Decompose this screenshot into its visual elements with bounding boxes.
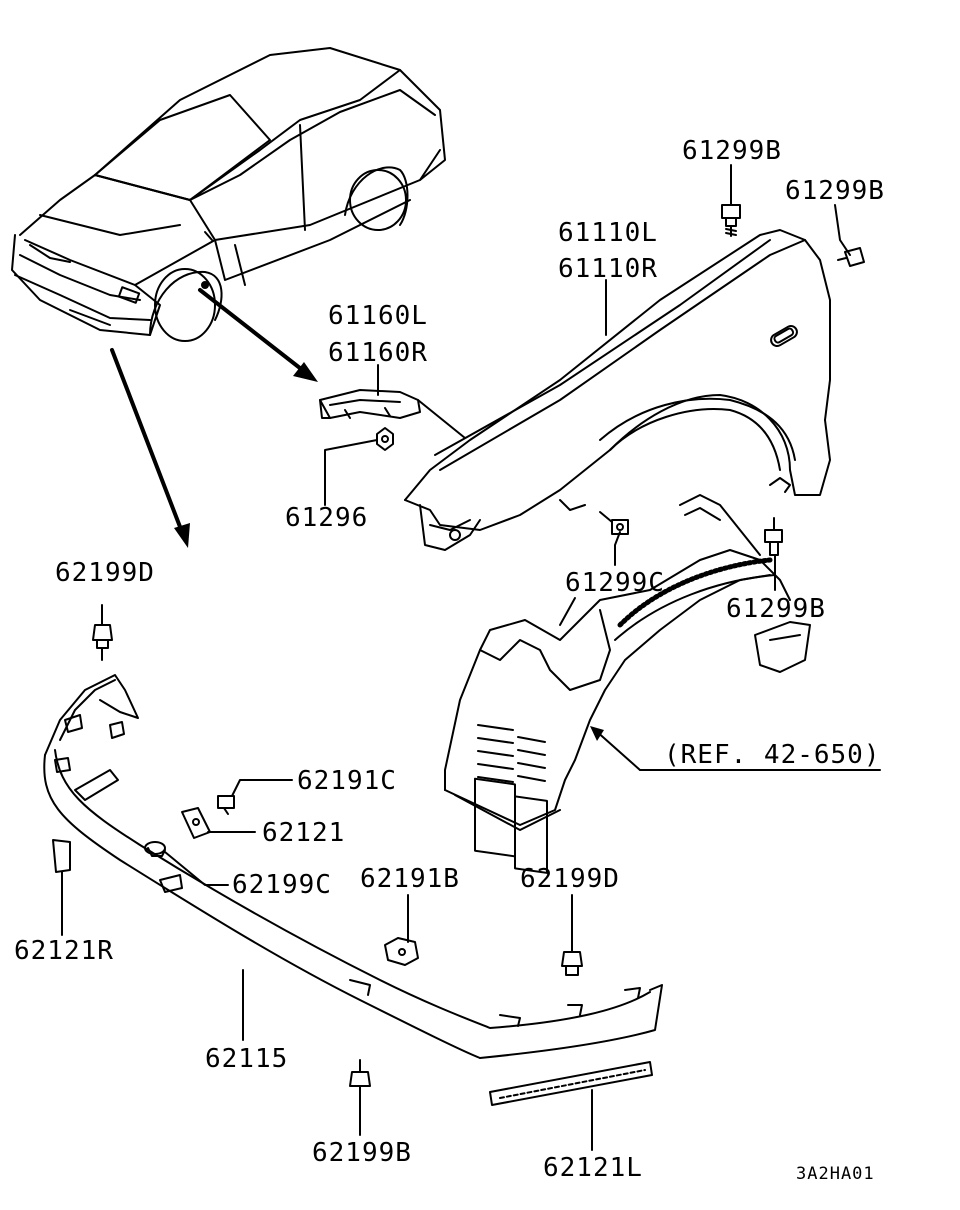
callout-62115: 62115 [205,1044,289,1074]
nut-part [376,427,394,451]
bolt-61299b-lower [764,517,783,556]
callout-62199c: 62199C [232,870,332,900]
arrow-heads [174,362,318,548]
callout-61299b-right: 61299B [785,176,885,206]
bolt-61299b-top [721,204,741,237]
inner-fender-liner [444,494,811,874]
callout-62199b: 62199B [312,1138,412,1168]
bracket-62121 [181,807,211,839]
callout-61299b-top: 61299B [682,136,782,166]
callout-61299c: 61299C [565,568,665,598]
drawing-code: 3A2HA01 [796,1164,875,1184]
callout-62121: 62121 [262,818,346,848]
callout-62191c: 62191C [297,766,397,796]
clip-62199c [144,841,166,857]
callout-61160r: 61160R [328,338,428,368]
callout-62199d-top: 62199D [55,558,155,588]
fender-part [404,229,831,551]
ref-arrow-head [590,726,604,741]
bolt-62199b [349,1059,371,1087]
callout-61160l: 61160L [328,301,428,331]
callout-61299b-lower: 61299B [726,594,826,624]
clip-62191c [217,795,235,815]
front-bumper-part [43,674,663,1059]
bolt-62199d-lower [561,939,583,976]
nut-62191b [384,937,419,966]
callout-62199d-lower: 62199D [520,864,620,894]
callout-61110l: 61110L [558,218,658,248]
callout-62121r: 62121R [14,936,114,966]
callout-61110r: 61110R [558,254,658,284]
callout-62121l: 62121L [543,1153,643,1183]
callout-61296: 61296 [285,503,369,533]
bracket-part [319,389,466,439]
callout-ref: (REF. 42-650) [664,740,881,770]
car-overview-illustration [11,47,446,342]
bolt-62199d-top [92,624,113,661]
bumper-strip-62121l [489,1061,653,1106]
bolt-61299b-right [837,247,865,267]
leader-arrows [110,288,307,534]
clip-61299c [599,511,629,535]
callout-62191b: 62191B [360,864,460,894]
callout-leaders [61,164,881,1151]
